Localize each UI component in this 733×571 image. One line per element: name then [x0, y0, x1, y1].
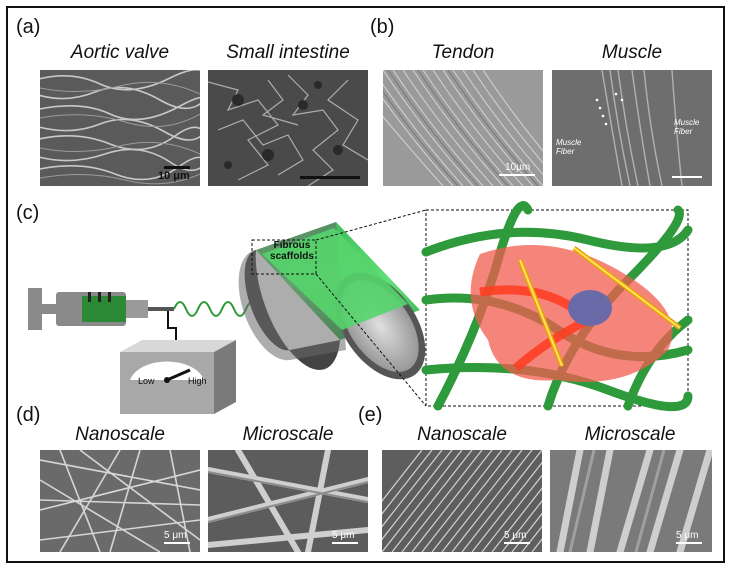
panel-label-a: (a): [16, 16, 41, 38]
sem-aortic-valve: 10 μm: [40, 70, 200, 186]
zoom-box: [251, 239, 317, 275]
sem-tendon: 10μm: [383, 70, 543, 186]
annotation-muscle-fiber-right: Muscle Fiber: [674, 118, 700, 136]
sem-d-microscale: 5 μm: [208, 450, 368, 552]
annotation-muscle-fiber-left: Muscle Fiber: [556, 138, 582, 156]
scale-label: 5 μm: [504, 530, 527, 541]
panel-label-d: (d): [16, 404, 41, 426]
sem-muscle: Muscle Fiber Muscle Fiber: [552, 70, 712, 186]
panel-label-e: (e): [358, 404, 383, 426]
title-d-nanoscale: Nanoscale: [75, 424, 165, 445]
title-e-nanoscale: Nanoscale: [417, 424, 507, 445]
cell-on-fibers-inset: [421, 201, 693, 412]
sem-d-nanoscale: 5 μm: [40, 450, 200, 552]
scale-bar: [164, 542, 190, 544]
gauge-high-label: High: [188, 376, 207, 386]
sem-small-intestine: [208, 70, 368, 186]
scale-label: 5 μm: [332, 530, 355, 541]
title-muscle: Muscle: [601, 42, 663, 63]
sem-e-nanoscale: 5 μm: [382, 450, 542, 552]
scale-bar: [164, 166, 190, 169]
scale-label: 10μm: [505, 162, 531, 173]
scale-bar: [504, 542, 530, 544]
scale-bar: [300, 176, 360, 179]
sem-e-microscale: 5 μm: [550, 450, 712, 552]
panel-label-b: (b): [370, 16, 395, 38]
panel-label-c: (c): [16, 202, 40, 224]
scale-label: 5 μm: [164, 530, 187, 541]
electrospinning-diagram: [28, 200, 718, 414]
title-small-intestine: Small intestine: [226, 42, 350, 63]
scale-bar: [676, 542, 702, 544]
scale-bar: [332, 542, 358, 544]
title-tendon: Tendon: [431, 42, 495, 63]
title-aortic-valve: Aortic valve: [70, 42, 170, 63]
scale-label: 5 μm: [676, 530, 699, 541]
voltage-gauge-icon: [120, 340, 236, 414]
title-e-microscale: Microscale: [584, 424, 676, 445]
syringe-icon: [28, 288, 174, 330]
scale-label: 10 μm: [158, 170, 190, 182]
title-d-microscale: Microscale: [242, 424, 334, 445]
scaffold-tube-icon: [238, 222, 426, 380]
gauge-low-label: Low: [138, 376, 155, 386]
scale-bar: [672, 176, 702, 178]
scale-bar: [499, 174, 535, 176]
fibrous-scaffolds-label: Fibrous scaffolds: [270, 240, 314, 262]
